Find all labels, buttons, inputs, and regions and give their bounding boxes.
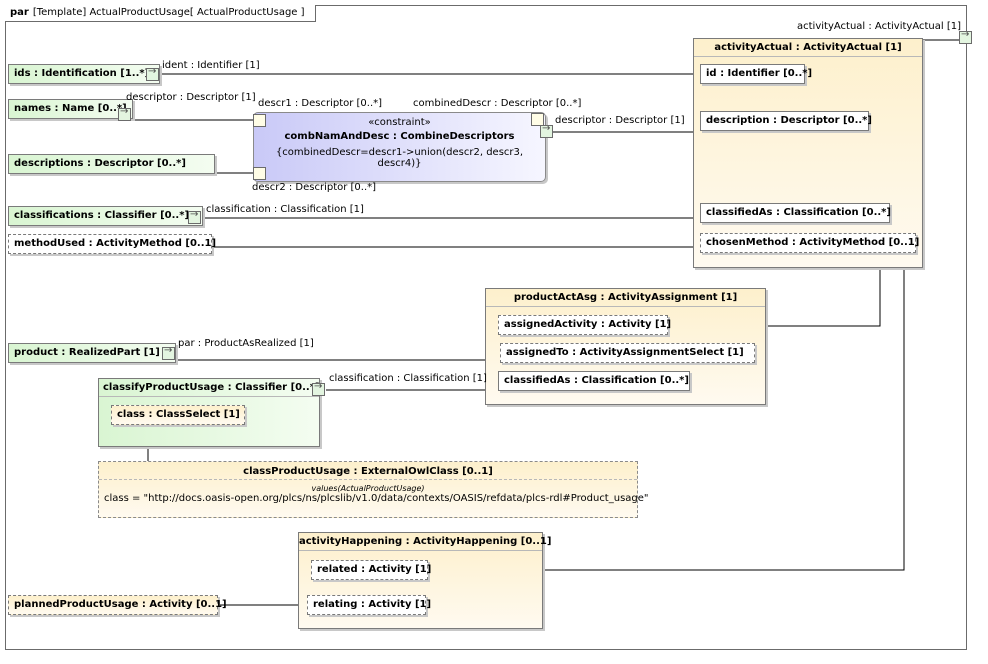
port-combined-descr[interactable] [531,113,544,126]
part-classifications[interactable]: classifications : Classifier [0..*] [8,206,203,226]
property-chosen-method[interactable]: chosenMethod : ActivityMethod [0..1] [700,233,919,253]
property-assigned-activity[interactable]: assignedActivity : Activity [1] [498,315,671,335]
property-id[interactable]: id : Identifier [0..*] [700,64,812,84]
product-act-asg-divider [486,306,765,307]
port-ids[interactable] [146,66,159,81]
product-act-asg-title: productActAsg : ActivityAssignment [1] [513,292,738,303]
part-names[interactable]: names : Name [0..*] [8,99,133,119]
label-combined-descr: combinedDescr : Descriptor [0..*] [413,98,582,109]
class-product-usage-values-header: values(ActualProductUsage) [311,484,425,493]
property-classified-as-actual[interactable]: classifiedAs : Classification [0..*] [700,203,891,223]
port-product[interactable] [162,345,175,360]
activity-actual-title: activityActual : ActivityActual [1] [714,42,902,53]
label-classification-1: classification : Classification [1] [206,204,364,215]
label-descriptor-in: descriptor : Descriptor [1] [126,92,256,103]
port-descr1[interactable] [253,114,266,127]
activity-happening-divider [299,550,542,551]
port-classify-product-usage[interactable] [312,381,325,396]
class-product-usage-title: classProductUsage : ExternalOwlClass [0.… [243,466,493,477]
property-description[interactable]: description : Descriptor [0..*] [700,111,872,131]
frame-name: [Template] ActualProductUsage[ ActualPro… [32,7,305,18]
constraint-name: combNamAndDesc : CombineDescriptors [284,131,515,142]
class-product-usage-value: class = "http://docs.oasis-open.org/plcs… [104,493,649,504]
activity-actual-divider [694,56,922,57]
label-descr1: descr1 : Descriptor [0..*] [258,98,383,109]
activity-actual-boundary-port[interactable] [959,29,972,44]
label-descriptor-out: descriptor : Descriptor [1] [555,115,685,126]
part-method-used[interactable]: methodUsed : ActivityMethod [0..1] [8,234,216,254]
class-product-usage-divider [99,479,637,480]
property-class[interactable]: class : ClassSelect [1] [111,405,245,425]
classify-product-usage-title: classifyProductUsage : Classifier [0..*] [103,382,320,393]
constraint-expression: {combinedDescr=descr1->union(descr2, des… [275,147,524,169]
property-relating[interactable]: relating : Activity [1] [307,595,431,615]
constraint-block[interactable]: «constraint» combNamAndDesc : CombineDes… [253,112,546,182]
property-classified-as-asg[interactable]: classifiedAs : Classification [0..*] [498,371,690,391]
port-names[interactable] [118,106,131,121]
label-descr2: descr2 : Descriptor [0..*] [252,182,377,193]
activity-happening-title: activityHappening : ActivityHappening [0… [299,536,552,547]
property-related[interactable]: related : Activity [1] [311,560,431,580]
port-descriptor-out[interactable] [540,123,553,138]
frame-header: par[Template] ActualProductUsage[ Actual… [5,5,316,22]
label-par: par : ProductAsRealized [1] [178,338,314,349]
part-product[interactable]: product : RealizedPart [1] [8,343,176,363]
frame-keyword: par [10,7,29,18]
constraint-stereotype: «constraint» [368,117,431,128]
part-ids[interactable]: ids : Identification [1..*] [8,64,160,84]
part-planned-product-usage[interactable]: plannedProductUsage : Activity [0..1] [8,595,227,615]
label-ident: ident : Identifier [1] [162,60,260,71]
block-class-product-usage[interactable]: classProductUsage : ExternalOwlClass [0.… [98,461,649,518]
label-classification-2: classification : Classification [1] [329,373,487,384]
diagram-frame [5,5,967,650]
part-descriptions[interactable]: descriptions : Descriptor [0..*] [8,154,215,174]
port-classifications[interactable] [188,209,201,224]
classify-product-usage-divider [99,396,319,397]
activity-actual-port-label: activityActual : ActivityActual [1] [797,21,961,32]
property-assigned-to[interactable]: assignedTo : ActivityAssignmentSelect [1… [500,343,755,363]
port-descr2[interactable] [253,167,266,180]
connector-related [428,268,905,571]
